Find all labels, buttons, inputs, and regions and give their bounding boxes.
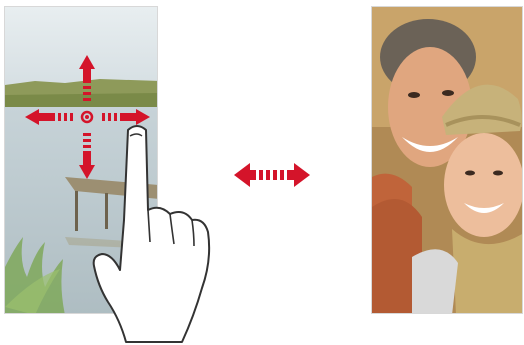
couple-photo-image xyxy=(372,7,523,314)
right-selfie-screen[interactable] xyxy=(371,6,523,314)
swap-arrow-icon xyxy=(232,161,312,189)
hand-pointer-icon xyxy=(90,120,220,345)
